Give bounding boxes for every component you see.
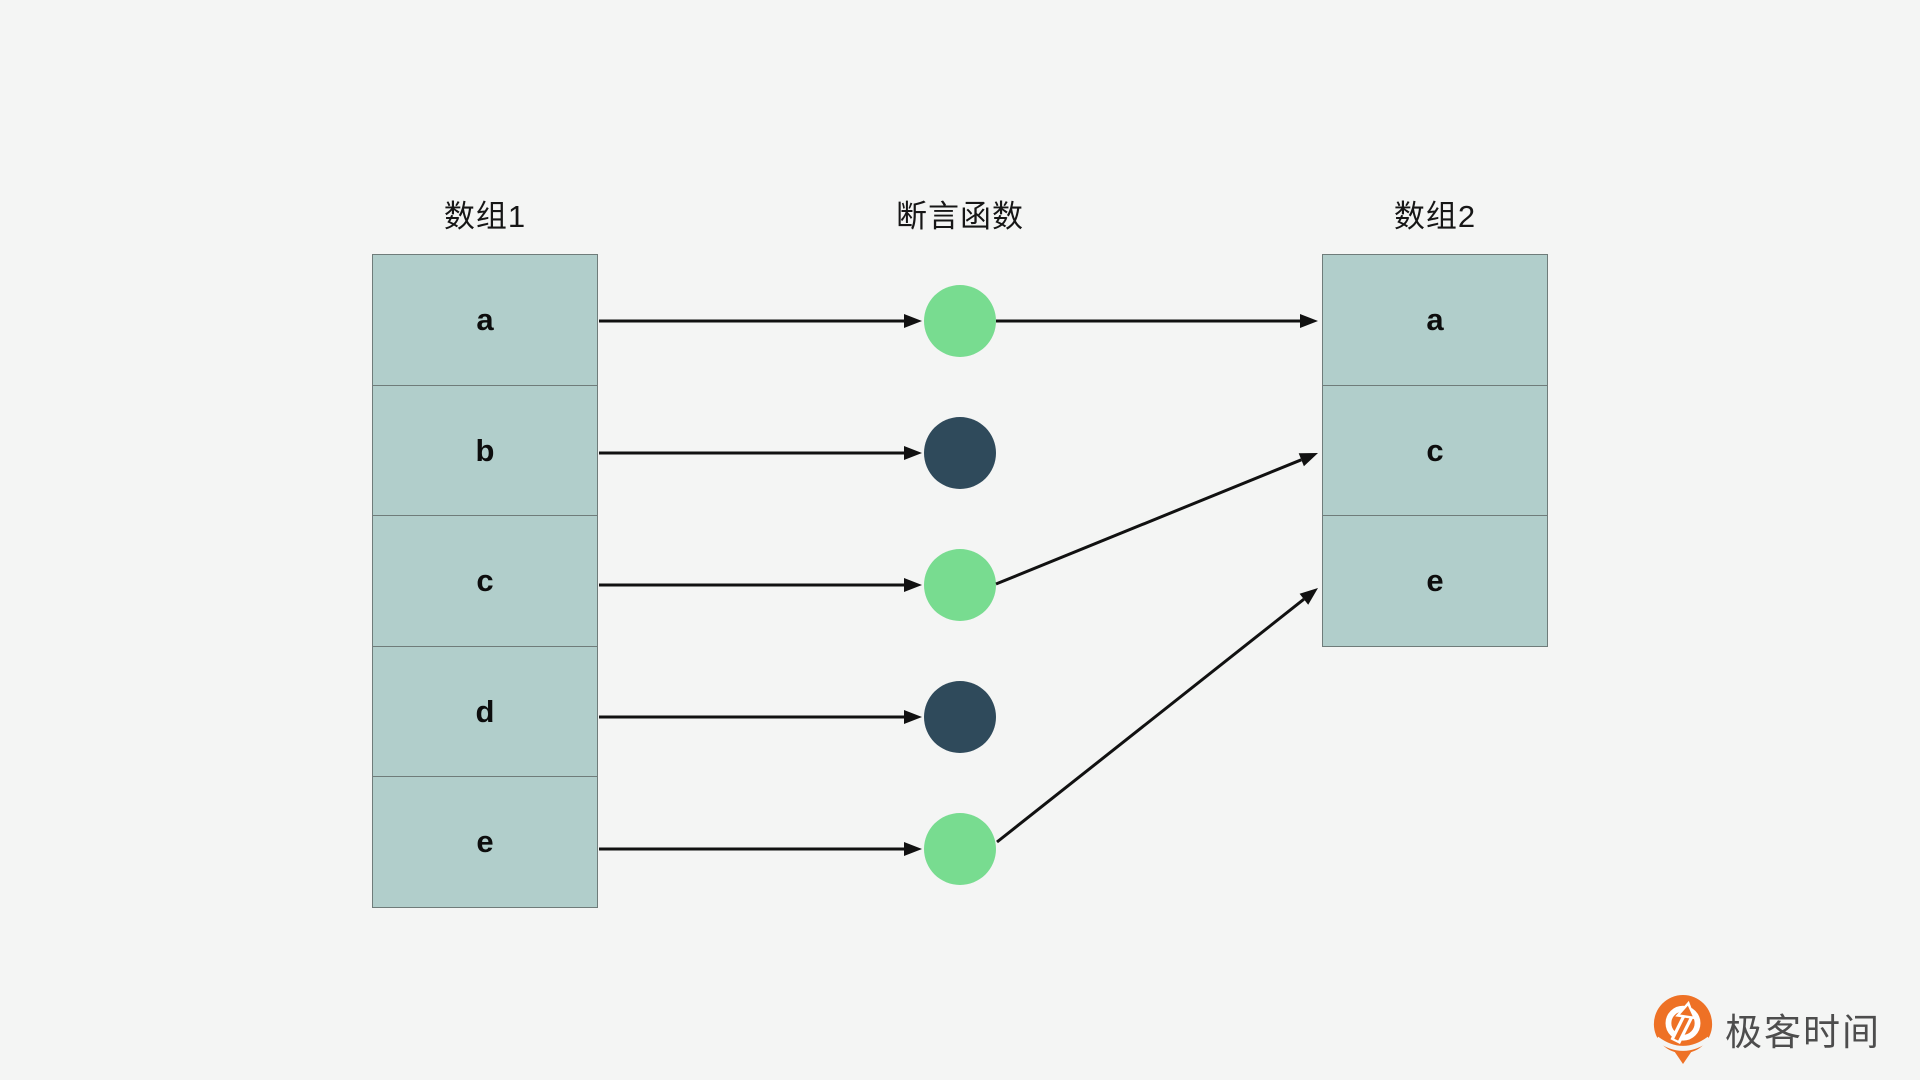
geektime-pin-icon bbox=[1653, 995, 1713, 1064]
predicate-circle-1-pass bbox=[924, 285, 996, 357]
array2-column: a c e bbox=[1322, 254, 1548, 647]
array1-cell-d: d bbox=[372, 645, 598, 778]
array2-cell-e: e bbox=[1322, 515, 1548, 647]
array2-cell-a: a bbox=[1322, 254, 1548, 386]
arrow-circle1-to-array2-a bbox=[996, 314, 1318, 328]
geektime-logo-text: 极客时间 bbox=[1725, 1012, 1881, 1053]
array1-cell-a: a bbox=[372, 254, 598, 386]
array2-title: 数组2 bbox=[1393, 199, 1477, 234]
array1-cell-e: e bbox=[372, 776, 598, 908]
predicate-circle-2-fail bbox=[924, 417, 996, 489]
array2-cell-c: c bbox=[1322, 384, 1548, 517]
array1-title: 数组1 bbox=[443, 199, 527, 234]
predicate-circle-4-fail bbox=[924, 681, 996, 753]
geektime-logo: 极客时间 bbox=[1650, 993, 1881, 1065]
array1-cell-c: c bbox=[372, 515, 598, 647]
array1-column: a b c d e bbox=[372, 254, 598, 908]
predicate-circle-5-pass bbox=[924, 813, 996, 885]
arrow-c-to-circle3 bbox=[599, 578, 922, 592]
arrow-circle3-to-array2-c bbox=[995, 453, 1318, 586]
predicate-title: 断言函数 bbox=[896, 199, 1024, 234]
arrow-b-to-circle2 bbox=[599, 446, 922, 460]
arrow-circle5-to-array2-e bbox=[996, 588, 1318, 844]
arrow-e-to-circle5 bbox=[599, 842, 922, 856]
predicate-circle-3-pass bbox=[924, 549, 996, 621]
arrow-a-to-circle1 bbox=[599, 314, 922, 328]
array1-cell-b: b bbox=[372, 384, 598, 517]
arrow-d-to-circle4 bbox=[599, 710, 922, 724]
